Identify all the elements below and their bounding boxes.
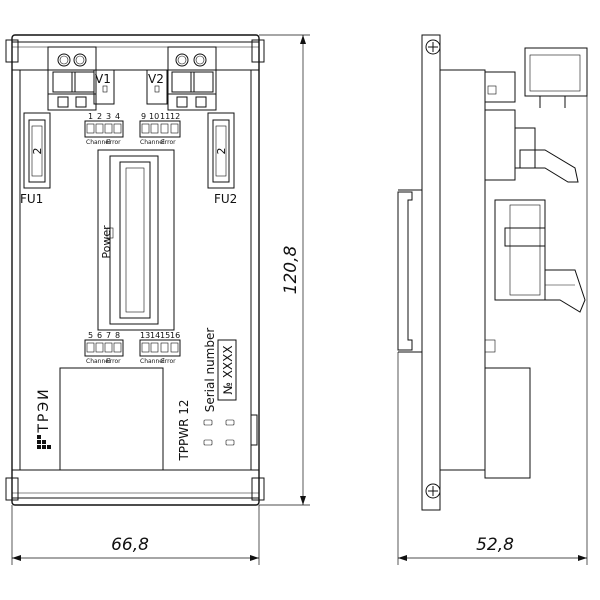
channel-label: Channel: [140, 358, 165, 365]
side-mechanism: [494, 199, 586, 313]
dim-width-front: 66,8: [111, 535, 149, 555]
label-power: Power: [100, 225, 113, 259]
pin-label: 5: [88, 331, 93, 340]
dim-width-side: 52,8: [476, 535, 514, 555]
brand-logo: [37, 435, 51, 449]
rail-clip-top-right: [251, 39, 265, 63]
rail-clip-bottom-right: [251, 477, 265, 501]
brand-text: ТРЭИ: [36, 387, 52, 433]
pin-label: 4: [115, 112, 120, 121]
status-leds: [203, 419, 235, 446]
pin-label: 3: [106, 112, 111, 121]
side-lower-block: [484, 367, 531, 479]
error-label: Error: [161, 358, 176, 365]
dim-height: 120,8: [281, 245, 301, 294]
housing-outline: [11, 34, 260, 506]
model-name: TPPWR 12: [177, 399, 191, 461]
error-label: Error: [106, 139, 121, 146]
serial-label: Serial number: [203, 328, 217, 413]
pin-label: 12: [170, 112, 180, 121]
din-rail-hook: [397, 191, 413, 351]
v2-led-box: [146, 69, 168, 105]
fuse-holder-fu1: [23, 112, 51, 189]
pins-top-right: 9 10 11 12 Channel Error: [139, 112, 181, 146]
channel-label: Channel: [140, 139, 165, 146]
terminal-block-v2: [167, 46, 217, 111]
serial-box: [217, 339, 237, 401]
ribbon-connector: [97, 149, 175, 331]
pin-label: 16: [170, 331, 180, 340]
pin-label: 10: [149, 112, 159, 121]
label-v1: V1: [95, 72, 111, 86]
side-latch: [250, 414, 258, 446]
label-fu2: FU2: [214, 192, 237, 206]
side-view: [397, 34, 588, 511]
pin-label: 1: [88, 112, 93, 121]
v2-led: [154, 85, 160, 93]
fu2-digit: 2: [215, 148, 228, 155]
pins-top-left: 1 2 3 4 Channel Error: [84, 112, 124, 146]
fu1-digit: 2: [31, 148, 44, 155]
channel-label: Channel: [86, 139, 111, 146]
pin-label: 2: [97, 112, 102, 121]
v1-led-box: [93, 69, 115, 105]
serial-value: № XXXX: [221, 345, 235, 394]
label-fu1: FU1: [20, 192, 43, 206]
pin-label: 13: [140, 331, 150, 340]
pin-label: 9: [141, 112, 146, 121]
screw-top: [425, 39, 441, 55]
error-label: Error: [161, 139, 176, 146]
side-body: [439, 69, 486, 471]
pins-bottom-left: 5 6 7 8 Channel Error: [84, 331, 124, 365]
mounting-plate: [421, 34, 441, 511]
side-dimensions: 52,8: [397, 96, 588, 565]
pin-label: 7: [106, 331, 111, 340]
pin-label: 15: [160, 331, 170, 340]
pin-label: 8: [115, 331, 120, 340]
channel-label: Channel: [86, 358, 111, 365]
front-view: V1 V2 2 FU1 2 F: [5, 34, 265, 506]
pin-label: 11: [160, 112, 170, 121]
fuse-holder-fu2: [207, 112, 235, 189]
screw-bottom: [425, 483, 441, 499]
label-v2: V2: [148, 72, 164, 86]
pin-label: 14: [150, 331, 160, 340]
front-dimensions: 120,8 66,8: [11, 34, 310, 565]
side-terminal-top: [484, 47, 588, 108]
pin-label: 6: [97, 331, 102, 340]
side-connector-upper: [484, 109, 579, 183]
nameplate-area: [59, 367, 164, 471]
pins-bottom-right: 13 14 15 16 Channel Error: [139, 331, 181, 365]
side-small-part: [484, 339, 496, 353]
terminal-block-v1: [47, 46, 97, 111]
error-label: Error: [106, 358, 121, 365]
v1-led: [102, 85, 108, 93]
